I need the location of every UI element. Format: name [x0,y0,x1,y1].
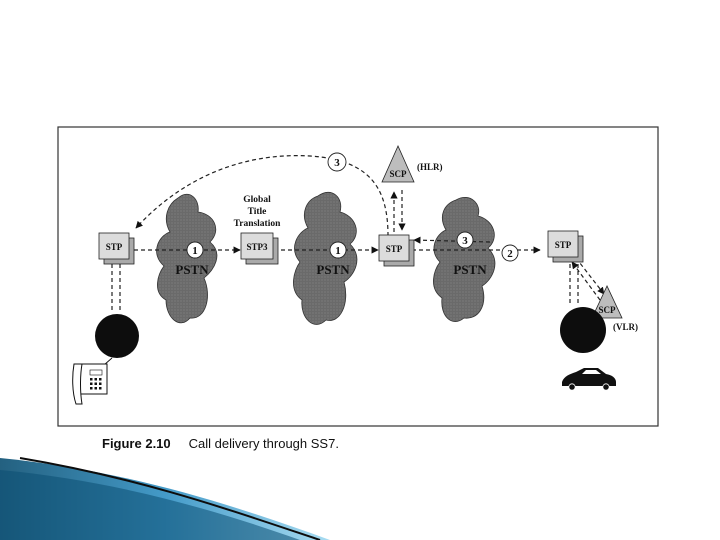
scp-vlr-label: SCP [598,305,616,315]
step-circle-2: 2 [501,244,519,262]
step-label-1a: 1 [192,245,198,257]
hlr-label: (HLR) [417,162,443,172]
stp-center-node: STP [378,234,415,267]
stp3-label: STP3 [246,242,268,252]
step-circle-1a: 1 [186,241,204,259]
step-label-2: 2 [507,248,513,260]
pstn-label-3: PSTN [453,262,487,277]
step-circle-1b: 1 [329,241,347,259]
pstn-label-2: PSTN [316,262,350,277]
figure-frame [57,126,659,427]
stp-center-label: STP [386,244,403,254]
stp-left-node: STP [98,232,135,265]
stp-left-label: STP [106,242,123,252]
pstn-cloud-3 [433,197,496,323]
stp3-node: STP3 [240,232,279,265]
vlr-label: (VLR) [613,322,638,332]
right-msc-circle [560,307,606,353]
stp-right-node: STP [547,230,584,263]
figure-caption-label: Figure 2.10 [102,436,171,451]
pstn-cloud-1 [156,193,218,324]
step-label-3-mid: 3 [462,235,468,247]
step-circle-3-mid: 3 [456,231,474,249]
figure-caption-text: Call delivery through SS7. [189,436,339,451]
scp-hlr-node: SCP [381,145,415,183]
scp-vlr-node: SCP [591,285,623,319]
left-switch-circle [95,314,139,358]
pstn-cloud-2 [293,191,358,325]
pstn-label-1: PSTN [175,262,209,277]
global-title-line1: Global [243,195,271,205]
car-icon [562,368,616,391]
scp-hlr-label: SCP [389,169,407,179]
stp-right-label: STP [555,240,572,250]
step-circle-3-top: 3 [327,152,347,172]
global-title-line3: Translation [234,219,282,229]
step-label-1b: 1 [335,245,341,257]
step-label-3-top: 3 [334,157,340,169]
telephone-icon [72,357,113,405]
figure-caption: Figure 2.10 Call delivery through SS7. [102,435,339,452]
global-title-line2: Title [248,207,267,217]
slide-decoration-swoosh [0,457,330,540]
